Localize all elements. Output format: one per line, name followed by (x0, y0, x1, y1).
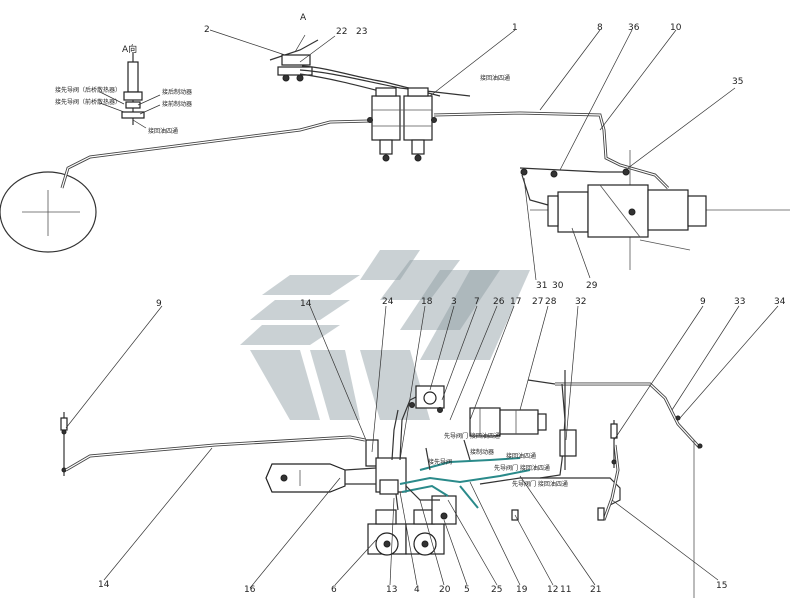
note: 接制动器 (470, 448, 494, 456)
a-view-detail (99, 52, 161, 129)
callout-label: 33 (734, 297, 745, 307)
callout-label: 36 (628, 23, 640, 33)
callout-label: 8 (597, 23, 603, 33)
callout-label: 3 (451, 297, 457, 307)
callout-label: 30 (552, 281, 564, 291)
note: 先导阀门 接回油四通 (494, 464, 550, 472)
note: 接先导阀（后桥散热器） (55, 86, 121, 94)
note: 接先导阀 (428, 458, 452, 466)
callout-label: 17 (510, 297, 521, 307)
callout-label: 9 (700, 297, 706, 307)
note: 先导阀门 接回油四通 (444, 432, 500, 440)
annotation-notes: A向 接先导阀（后桥散热器） 接先导阀（前桥散热器） 接后制动器 接前制动器 接… (55, 43, 568, 488)
left-brake-line (60, 412, 68, 476)
callout-label: 28 (545, 297, 557, 307)
callout-label: 35 (732, 77, 743, 87)
callout-label: 15 (716, 581, 727, 591)
callout-label: 32 (575, 297, 586, 307)
callout-label: 31 (536, 281, 547, 291)
callout-label: 20 (439, 585, 451, 595)
callout-label: 22 (336, 27, 347, 37)
rear-axle-assembly (520, 150, 790, 270)
view-arrow-label: A (300, 13, 307, 23)
center-valve-cluster (265, 385, 547, 556)
callout-label: 21 (590, 585, 601, 595)
note: 接回油四通 (480, 74, 510, 82)
note: 接回油四通 (506, 452, 536, 460)
callout-label: 10 (670, 23, 682, 33)
callout-label: 26 (493, 297, 505, 307)
callout-label: 7 (474, 297, 480, 307)
note: 接后制动器 (162, 88, 192, 96)
note: 接前制动器 (162, 100, 192, 108)
a-view-title: A向 (122, 43, 137, 55)
callout-label: 23 (356, 27, 367, 37)
callout-label: 18 (421, 297, 433, 307)
callout-label: 14 (300, 299, 312, 309)
callout-label: 11 (560, 585, 571, 595)
callout-label: 19 (516, 585, 528, 595)
left-wheel-circle (0, 171, 97, 253)
callout-label: 14 (98, 580, 110, 590)
callout-label: 12 (547, 585, 558, 595)
callout-label: 16 (244, 585, 256, 595)
callout-label: 25 (491, 585, 502, 595)
note: 接先导阀（前桥散热器） (55, 98, 121, 106)
pedal-valve-group (269, 39, 471, 97)
callout-label: 1 (512, 23, 518, 33)
callout-label: 27 (532, 297, 543, 307)
callout-label: 5 (464, 585, 470, 595)
callout-label: 2 (204, 25, 210, 35)
callout-numbers: 2 A 22 23 1 8 36 10 35 31 30 29 9 24 18 … (98, 13, 786, 595)
callout-label: 6 (331, 585, 337, 595)
callout-leaders (65, 29, 779, 589)
callout-label: 29 (586, 281, 598, 291)
right-brake-circuit (479, 370, 703, 598)
callout-label: 34 (774, 297, 786, 307)
callout-label: 4 (414, 585, 420, 595)
note: 接回油四通 (148, 127, 178, 135)
watermark-logo (240, 250, 530, 420)
brake-valve-pair (367, 87, 437, 162)
note: 先导阀门 接回油四通 (512, 480, 568, 488)
callout-label: 9 (156, 299, 162, 309)
callout-label: 24 (382, 297, 394, 307)
callout-label: 13 (386, 585, 397, 595)
